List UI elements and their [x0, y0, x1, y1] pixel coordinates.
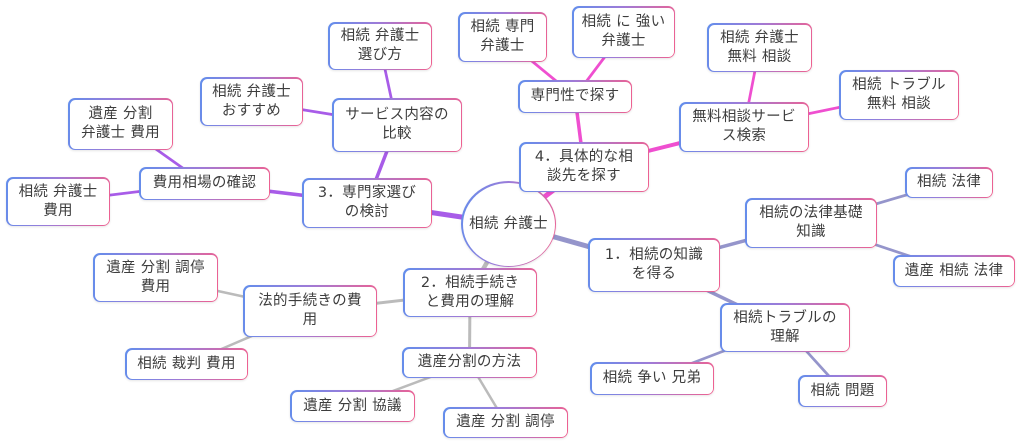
node-label: 遺産 分割 調停: [456, 414, 555, 431]
node-label: 相続 弁護士: [469, 215, 548, 232]
node-label: 相続 争い 兄弟: [602, 370, 702, 387]
mindmap-node-n2a2[interactable]: 相続 裁判 費用: [125, 348, 248, 380]
node-label: 相続 に 強い 弁護士: [581, 14, 666, 49]
node-label: 1．相続の知識 を得る: [604, 247, 704, 282]
mindmap-node-n4a1[interactable]: 相続 専門 弁護士: [458, 12, 547, 62]
node-label: 相続 弁護士 選び方: [340, 28, 420, 63]
node-body: 遺産 分割 調停 費用: [94, 254, 217, 301]
node-body: 相続 弁護士 選び方: [329, 23, 431, 69]
mindmap-node-n1b[interactable]: 相続トラブルの 理解: [720, 303, 850, 352]
node-body: 相続トラブルの 理解: [721, 304, 849, 351]
node-body: 遺産 分割 弁護士 費用: [69, 99, 172, 149]
mindmap-node-n4b2[interactable]: 相続 トラブル 無料 相談: [839, 70, 959, 120]
node-body: 相続 法律: [906, 168, 992, 197]
node-body: 遺産分割の方法: [403, 348, 536, 377]
mindmap-node-n1b1[interactable]: 相続 争い 兄弟: [590, 362, 714, 395]
node-label: 4．具体的な相 談先を探す: [534, 149, 634, 184]
mindmap-node-n3b[interactable]: サービス内容の 比較: [332, 98, 462, 152]
mindmap-node-n3a1[interactable]: 遺産 分割 弁護士 費用: [68, 98, 173, 150]
mindmap-node-n3a[interactable]: 費用相場の確認: [139, 167, 270, 200]
node-body: 遺産 相続 法律: [894, 256, 1014, 286]
mindmap-node-n2b[interactable]: 遺産分割の方法: [402, 347, 537, 378]
node-label: 相続 専門 弁護士: [470, 19, 535, 54]
node-body: 2．相続手続き と費用の理解: [404, 269, 536, 316]
node-body: 相続 問題: [799, 376, 886, 406]
mindmap-node-n1a2[interactable]: 遺産 相続 法律: [893, 255, 1015, 287]
node-body: 相続 弁護士: [462, 182, 555, 266]
mindmap-node-n3[interactable]: 3．専門家選び の検討: [302, 178, 432, 228]
node-label: 相続トラブルの 理解: [733, 309, 837, 345]
node-label: 法的手続きの費 用: [258, 293, 362, 328]
node-body: 3．専門家選び の検討: [303, 179, 431, 227]
node-label: 2．相続手続き と費用の理解: [420, 274, 520, 310]
node-body: サービス内容の 比較: [333, 99, 461, 151]
mindmap-node-n4a2[interactable]: 相続 に 強い 弁護士: [572, 6, 675, 58]
node-body: 相続 裁判 費用: [126, 349, 247, 379]
mindmap-node-n4a[interactable]: 専門性で探す: [518, 80, 632, 113]
node-body: 相続 専門 弁護士: [459, 13, 546, 61]
mindmap-node-n1[interactable]: 1．相続の知識 を得る: [588, 238, 720, 292]
node-body: 相続 争い 兄弟: [591, 363, 713, 394]
node-body: 費用相場の確認: [140, 168, 269, 199]
node-body: 相続 に 強い 弁護士: [573, 7, 674, 57]
mindmap-node-n2a[interactable]: 法的手続きの費 用: [243, 285, 377, 337]
node-label: 相続の法律基礎 知識: [759, 205, 863, 240]
mindmap-node-central[interactable]: 相続 弁護士: [461, 181, 556, 267]
node-body: 遺産 分割 協議: [291, 391, 414, 421]
node-label: 遺産 分割 調停 費用: [106, 259, 205, 295]
node-label: 遺産 分割 弁護士 費用: [81, 106, 160, 141]
node-label: 遺産 分割 協議: [303, 397, 402, 414]
node-label: 相続 弁護士 費用: [18, 183, 98, 219]
node-label: 相続 弁護士 無料 相談: [720, 29, 799, 65]
node-body: 4．具体的な相 談先を探す: [520, 143, 648, 191]
mindmap-node-n3a2[interactable]: 相続 弁護士 費用: [6, 177, 110, 226]
node-label: サービス内容の 比較: [345, 107, 449, 142]
mindmap-node-n2b1[interactable]: 遺産 分割 協議: [290, 390, 415, 422]
node-label: 専門性で探す: [530, 88, 620, 105]
node-label: 相続 弁護士 おすすめ: [212, 83, 291, 119]
mindmap-node-n4[interactable]: 4．具体的な相 談先を探す: [519, 142, 649, 192]
mindmap-node-n2b2[interactable]: 遺産 分割 調停: [443, 407, 568, 438]
node-body: 相続 弁護士 無料 相談: [708, 24, 811, 71]
node-body: 無料相談サービ ス検索: [680, 103, 808, 151]
node-body: 1．相続の知識 を得る: [589, 239, 719, 291]
node-label: 遺産 相続 法律: [904, 262, 1004, 279]
node-label: 遺産分割の方法: [417, 354, 522, 371]
mindmap-node-n4b[interactable]: 無料相談サービ ス検索: [679, 102, 809, 152]
node-label: 3．専門家選び の検討: [317, 185, 417, 220]
node-body: 遺産 分割 調停: [444, 408, 567, 437]
node-body: 法的手続きの費 用: [244, 286, 376, 336]
node-body: 相続 弁護士 おすすめ: [201, 78, 302, 125]
node-label: 相続 問題: [810, 382, 875, 399]
mindmap-node-n2[interactable]: 2．相続手続き と費用の理解: [403, 268, 537, 317]
node-label: 相続 法律: [916, 174, 982, 191]
mindmap-node-n3b1[interactable]: 相続 弁護士 おすすめ: [200, 77, 303, 126]
node-body: 相続の法律基礎 知識: [746, 199, 876, 247]
mindmap-node-n2a1[interactable]: 遺産 分割 調停 費用: [93, 253, 218, 302]
node-label: 費用相場の確認: [152, 175, 257, 192]
mindmap-node-n1b2[interactable]: 相続 問題: [798, 375, 887, 407]
node-label: 相続 トラブル 無料 相談: [852, 77, 946, 112]
node-body: 相続 弁護士 費用: [7, 178, 109, 225]
node-label: 無料相談サービ ス検索: [692, 109, 796, 144]
mindmap-node-n1a1[interactable]: 相続 法律: [905, 167, 993, 198]
mindmap-node-n1a[interactable]: 相続の法律基礎 知識: [745, 198, 877, 248]
mindmap-node-n4b1[interactable]: 相続 弁護士 無料 相談: [707, 23, 812, 72]
mindmap-node-n3b2[interactable]: 相続 弁護士 選び方: [328, 22, 432, 70]
node-label: 相続 裁判 費用: [137, 355, 236, 372]
node-body: 相続 トラブル 無料 相談: [840, 71, 958, 119]
node-body: 専門性で探す: [519, 81, 631, 112]
